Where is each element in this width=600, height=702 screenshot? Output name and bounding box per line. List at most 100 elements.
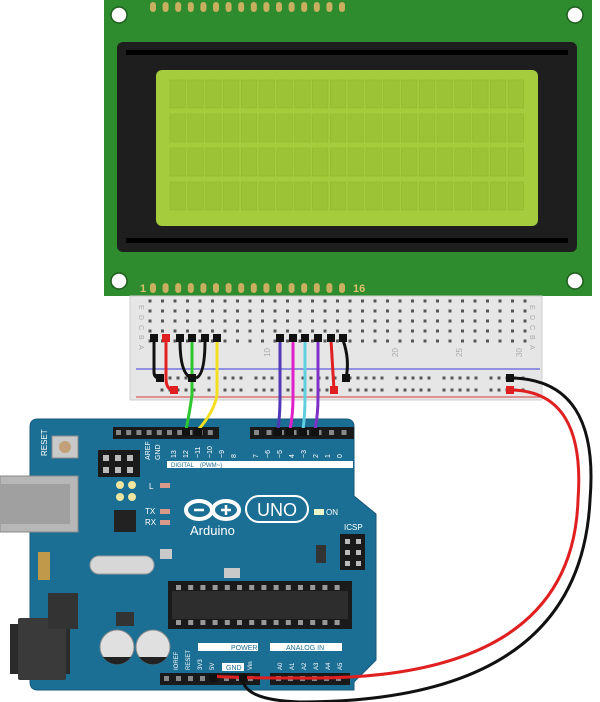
breadboard-hole bbox=[311, 309, 314, 313]
rail-hole bbox=[184, 376, 188, 380]
rail-hole bbox=[348, 388, 352, 392]
header-hole bbox=[167, 430, 172, 435]
rail-hole bbox=[333, 376, 337, 380]
lcd-cell bbox=[169, 79, 186, 109]
digital-pin-label: ~9 bbox=[219, 450, 226, 458]
breadboard-hole bbox=[423, 299, 427, 303]
lcd-cell bbox=[240, 147, 257, 177]
led-l-smd bbox=[160, 483, 170, 488]
rail-hole bbox=[192, 388, 196, 392]
digital-pin-label: 12 bbox=[183, 450, 190, 458]
bottom-pin-label: A3 bbox=[314, 662, 320, 670]
breadboard-hole bbox=[473, 319, 477, 323]
lcd-cell bbox=[472, 147, 489, 177]
rail-hole bbox=[231, 388, 235, 392]
breadboard-hole bbox=[248, 319, 252, 323]
rail-hole bbox=[419, 376, 423, 380]
breadboard-hole bbox=[248, 309, 252, 313]
lcd-cell bbox=[365, 181, 382, 211]
breadboard-hole bbox=[211, 319, 214, 323]
lcd-pad bbox=[339, 2, 345, 12]
icsp-header bbox=[340, 534, 365, 570]
lcd-pad bbox=[339, 283, 345, 293]
lcd-cell bbox=[418, 113, 435, 143]
lcd-cell bbox=[240, 113, 257, 143]
breadboard-hole bbox=[173, 299, 177, 303]
chip-pin bbox=[249, 620, 255, 625]
breadboard-hole bbox=[448, 339, 452, 343]
breadboard-hole bbox=[486, 319, 489, 323]
breadboard-hole bbox=[198, 329, 202, 333]
lcd-cell bbox=[401, 79, 418, 109]
lcd-cell bbox=[223, 181, 240, 211]
header-hole bbox=[329, 430, 334, 435]
aref-label: AREF bbox=[145, 441, 152, 460]
rail-hole bbox=[411, 376, 415, 380]
lcd-cell bbox=[472, 79, 489, 109]
rx-label: RX bbox=[145, 518, 157, 527]
rail-hole bbox=[356, 376, 360, 380]
chip-pin bbox=[273, 585, 279, 590]
breadboard-hole bbox=[236, 329, 239, 333]
plug bbox=[330, 386, 338, 394]
lcd-cell bbox=[258, 147, 275, 177]
lcd-pad bbox=[213, 2, 219, 12]
rail-hole bbox=[286, 388, 290, 392]
chip-pin bbox=[285, 620, 291, 625]
breadboard-hole bbox=[323, 319, 327, 323]
plug bbox=[188, 334, 196, 342]
plug bbox=[314, 334, 322, 342]
rail-hole bbox=[442, 388, 446, 392]
lcd-cell bbox=[276, 147, 293, 177]
breadboard-hole bbox=[173, 339, 177, 343]
lcd-cell bbox=[205, 147, 222, 177]
lcd-pad bbox=[250, 2, 257, 12]
lcd-cell bbox=[383, 79, 400, 109]
breadboard-hole bbox=[261, 339, 264, 343]
header-hole bbox=[200, 676, 205, 681]
breadboard-hole bbox=[498, 309, 502, 313]
plug bbox=[239, 674, 247, 682]
lcd-cell bbox=[490, 147, 507, 177]
breadboard-hole bbox=[473, 329, 477, 333]
rail-hole bbox=[411, 388, 415, 392]
wire-d7-pin2 bbox=[313, 340, 320, 431]
lcd-mount-hole-tl bbox=[110, 6, 128, 24]
analog-label-bar bbox=[270, 643, 342, 651]
breadboard-hole bbox=[386, 309, 389, 313]
breadboard-hole bbox=[398, 339, 402, 343]
breadboard-hole bbox=[361, 309, 364, 313]
rail-hole bbox=[450, 376, 454, 380]
lcd-cell bbox=[205, 113, 222, 143]
lcd-cell bbox=[383, 147, 400, 177]
rail-hole bbox=[160, 388, 164, 392]
breadboard-hole bbox=[436, 319, 439, 323]
rail-hole bbox=[207, 388, 211, 392]
bottom-pin-label: 5V bbox=[210, 663, 216, 670]
breadboard-hole bbox=[236, 339, 239, 343]
breadboard-hole bbox=[161, 299, 164, 303]
bottom-pin-label: Vin bbox=[248, 661, 254, 670]
lcd-mount-hole-br bbox=[566, 272, 584, 290]
rail-hole bbox=[458, 388, 462, 392]
breadboard-hole bbox=[436, 299, 439, 303]
breadboard-hole bbox=[311, 339, 314, 343]
breadboard-hole bbox=[273, 299, 277, 303]
breadboard-hole bbox=[261, 309, 264, 313]
digital-pin-label: 0 bbox=[337, 454, 344, 458]
wire-rs-pin12 bbox=[184, 340, 194, 431]
breadboard-hole bbox=[261, 329, 264, 333]
icsp-right-pins bbox=[345, 539, 361, 566]
lcd-pad bbox=[288, 2, 295, 12]
chip-pin bbox=[200, 585, 206, 590]
breadboard-row-letters-right: E D C B A bbox=[528, 305, 535, 350]
lcd-pad bbox=[301, 283, 308, 293]
breadboard-hole bbox=[386, 339, 389, 343]
breadboard-hole bbox=[461, 339, 464, 343]
chip-pin bbox=[298, 585, 303, 590]
lcd-cell bbox=[187, 181, 204, 211]
breadboard-hole bbox=[398, 309, 402, 313]
breadboard-hole bbox=[523, 339, 527, 343]
plug bbox=[176, 334, 184, 342]
